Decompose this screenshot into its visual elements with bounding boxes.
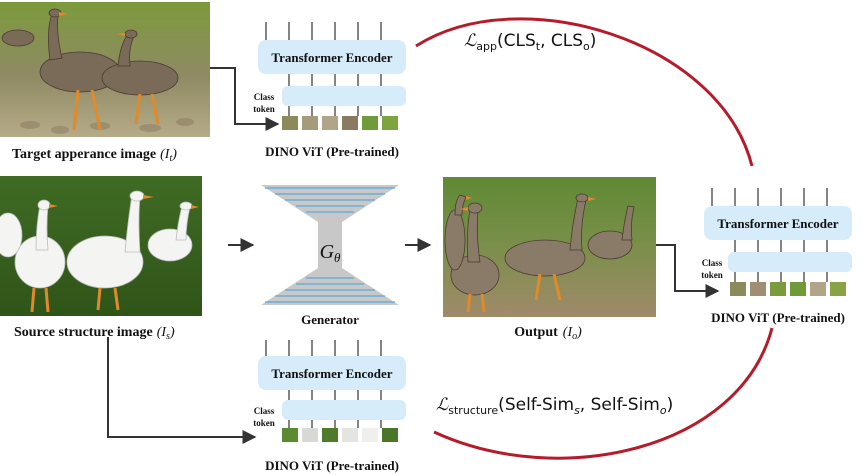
structure-loss-curve (433, 327, 774, 460)
patch-tokens (282, 116, 398, 130)
patch-tokens (282, 428, 398, 442)
arrow-source-to-dino (107, 337, 257, 444)
token-box (728, 252, 852, 272)
dino-right: Transformer Encoder Class token (701, 188, 852, 296)
encoder-box (704, 206, 852, 240)
output-caption: Output(Io) (514, 325, 582, 342)
class-token-label: Class (254, 406, 275, 416)
generator-block: Gθ (261, 185, 399, 305)
dino-top: Transformer Encoder Class token (253, 22, 406, 130)
class-token-label: token (701, 270, 723, 280)
token-box (282, 86, 406, 106)
arrow-output-to-dino (656, 244, 720, 298)
encoder-label: Transformer Encoder (271, 366, 392, 381)
output-image (443, 177, 656, 317)
encoder-label: Transformer Encoder (717, 216, 838, 231)
generator-symbol: Gθ (320, 241, 341, 265)
token-box (282, 400, 406, 420)
generator-caption: Generator (301, 312, 359, 327)
encoder-box (258, 40, 406, 74)
arrow-target-to-dino (210, 67, 280, 131)
app-loss-curve (415, 17, 754, 167)
app-loss-label: ℒapp(CLSt, CLSo) (464, 31, 596, 53)
target-image (0, 2, 210, 137)
encoder-label: Transformer Encoder (271, 50, 392, 65)
generator-shape (261, 185, 399, 305)
dino-bottom: Transformer Encoder Class token (253, 340, 406, 442)
encoder-box (258, 356, 406, 390)
source-image (0, 176, 202, 316)
class-token-label: Class (254, 92, 275, 102)
structure-loss-label: ℒstructure(Self-Sims, Self-Simo) (436, 395, 673, 417)
target-image-caption: Target apperance image(It) (12, 147, 177, 164)
dino-bottom-caption: DINO ViT (Pre-trained) (265, 458, 399, 473)
class-token-label: Class (702, 258, 723, 268)
dino-right-caption: DINO ViT (Pre-trained) (711, 310, 845, 325)
dino-top-caption: DINO ViT (Pre-trained) (265, 144, 399, 159)
patch-tokens (730, 282, 846, 296)
source-image-caption: Source structure image(Is) (14, 325, 175, 342)
class-token-label: token (253, 418, 275, 428)
class-token-label: token (253, 104, 275, 114)
